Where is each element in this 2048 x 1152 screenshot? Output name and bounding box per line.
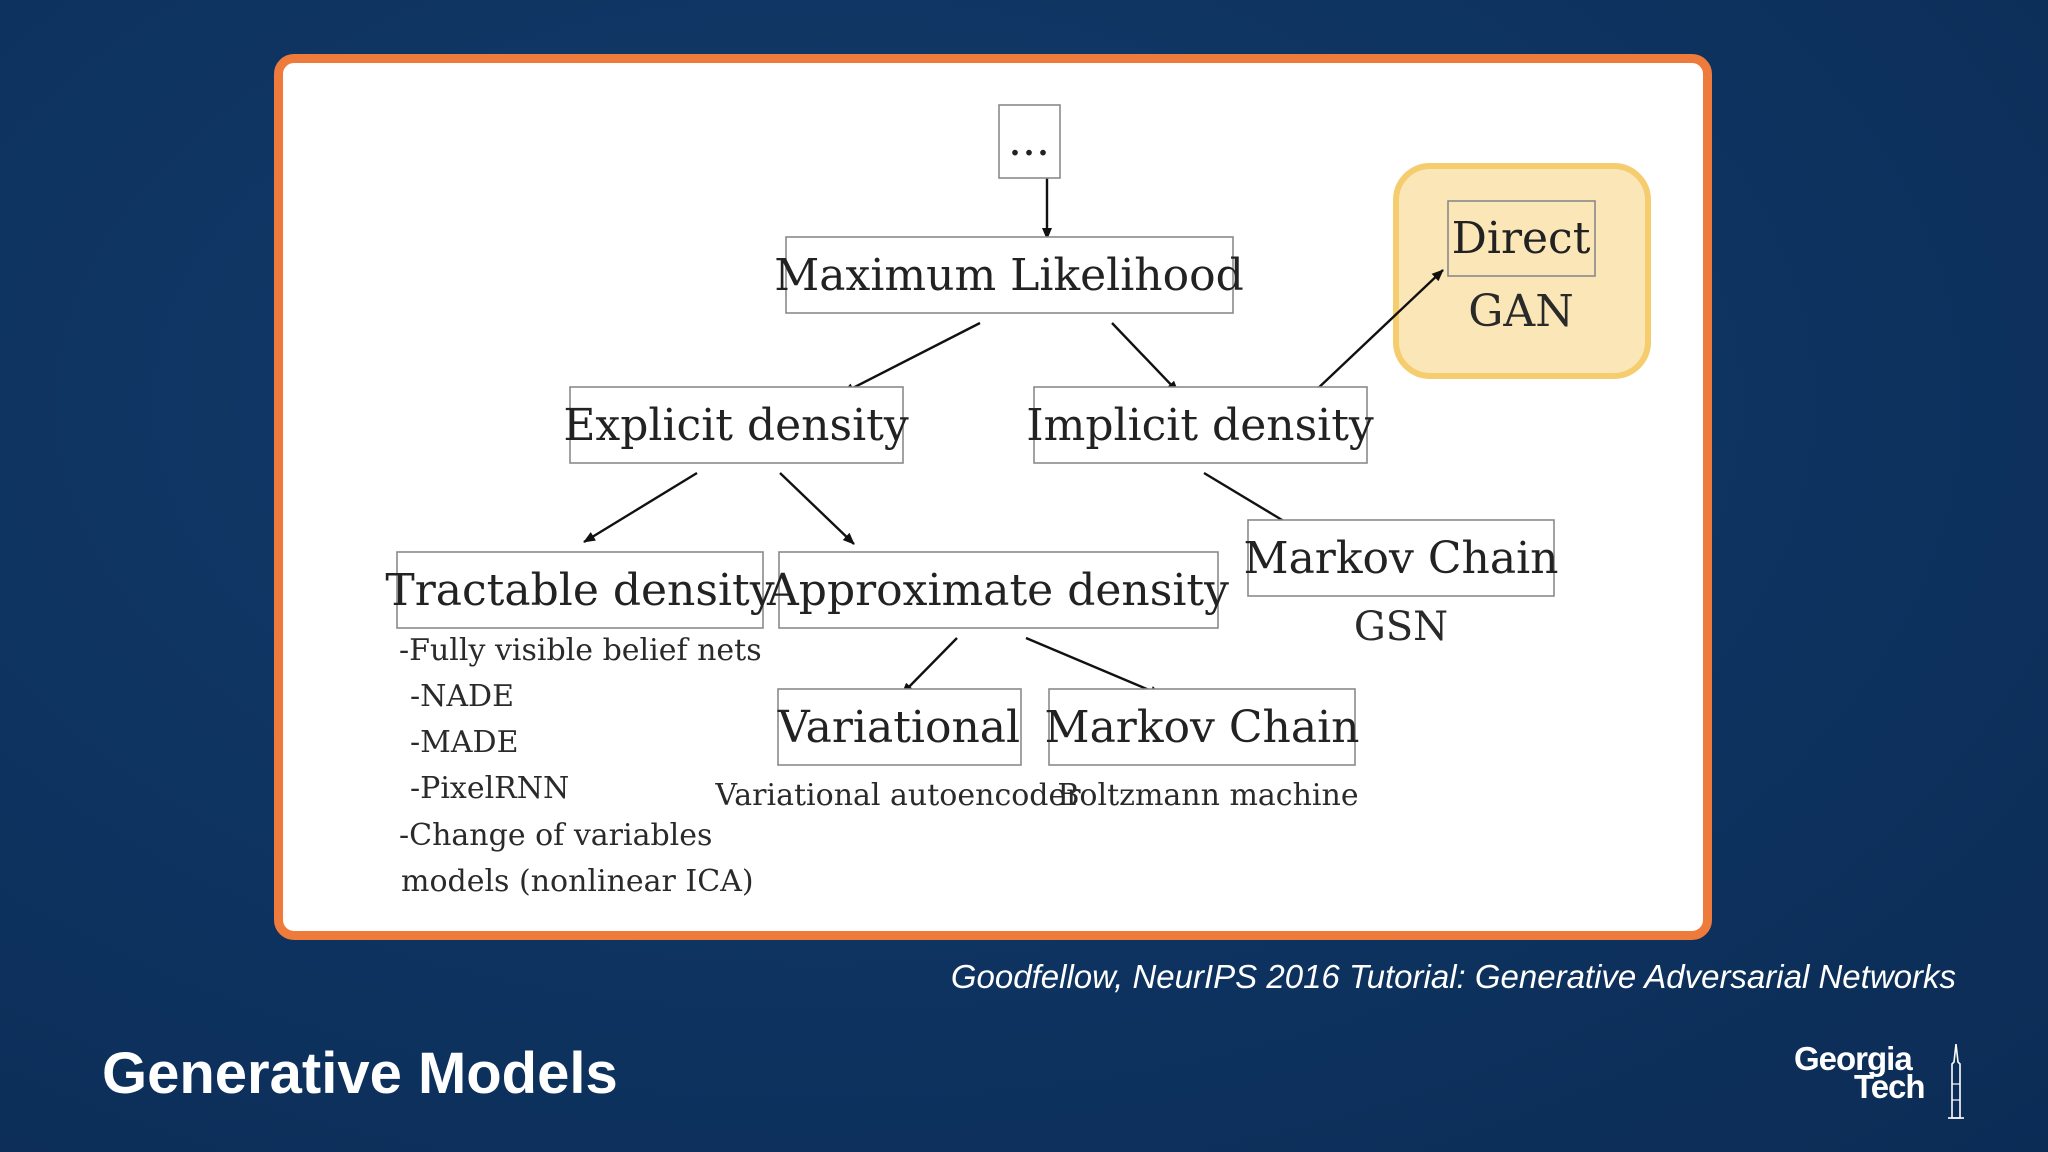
tractable-note: -MADE: [410, 725, 518, 760]
tractable-note: models (nonlinear ICA): [401, 864, 754, 899]
arrow-explicit-to-tractable: [583, 471, 698, 544]
tractable-note: -PixelRNN: [410, 771, 569, 806]
node-markov-chain-approx: Markov Chain: [1045, 688, 1360, 766]
arrow-approx-to-markov: [1025, 636, 1162, 697]
node-explicit-density-label: Explicit density: [563, 400, 909, 451]
node-markov-chain-implicit-label: Markov Chain: [1244, 533, 1559, 584]
tower-icon: [1948, 1044, 1964, 1119]
logo-line2: Tech: [1854, 1068, 1926, 1105]
node-maximum-likelihood-label: Maximum Likelihood: [774, 250, 1244, 301]
tractable-note: -Change of variables: [399, 818, 712, 853]
node-tractable-density: Tractable density: [385, 551, 775, 629]
slide-title: Generative Models: [102, 1041, 618, 1106]
node-root-label: ...: [1008, 115, 1050, 166]
tractable-note: -NADE: [410, 679, 514, 714]
citation: Goodfellow, NeurIPS 2016 Tutorial: Gener…: [950, 958, 1956, 995]
node-variational-sublabel: Variational autoencoder: [714, 778, 1081, 813]
arrow-ml-to-explicit: [842, 321, 981, 395]
node-explicit-density: Explicit density: [563, 386, 909, 464]
node-markov-chain-implicit-sublabel: GSN: [1354, 604, 1448, 650]
node-variational: Variational: [777, 688, 1022, 766]
node-maximum-likelihood: Maximum Likelihood: [774, 236, 1244, 314]
node-markov-chain-approx-label: Markov Chain: [1045, 702, 1360, 753]
node-approximate-density-label: Approximate density: [766, 565, 1229, 616]
node-implicit-density-label: Implicit density: [1026, 400, 1374, 451]
diagram-panel: ... Maximum Likelihood Explicit density …: [274, 54, 1712, 940]
tractable-note: -Fully visible belief nets: [399, 633, 762, 668]
node-direct-label: Direct: [1452, 213, 1591, 264]
node-approximate-density: Approximate density: [766, 551, 1229, 629]
node-implicit-density: Implicit density: [1026, 386, 1374, 464]
arrow-implicit-to-direct: [1312, 269, 1444, 394]
node-direct-sublabel: GAN: [1468, 286, 1573, 337]
node-markov-chain-implicit: Markov Chain: [1244, 519, 1559, 597]
arrow-explicit-to-approximate: [779, 472, 855, 545]
node-markov-chain-approx-sublabel: Boltzmann machine: [1057, 778, 1358, 813]
arrow-ml-to-implicit: [1111, 322, 1179, 393]
node-direct: Direct: [1447, 200, 1596, 277]
logo-line1: Georgia: [1794, 1040, 1913, 1077]
georgia-tech-logo: Georgia Tech: [1790, 1040, 1970, 1120]
node-variational-label: Variational: [777, 702, 1020, 753]
arrow-approx-to-variational: [901, 637, 958, 695]
taxonomy-diagram: ... Maximum Likelihood Explicit density …: [385, 104, 1651, 899]
node-root: ...: [998, 104, 1061, 179]
node-tractable-density-label: Tractable density: [385, 565, 774, 616]
